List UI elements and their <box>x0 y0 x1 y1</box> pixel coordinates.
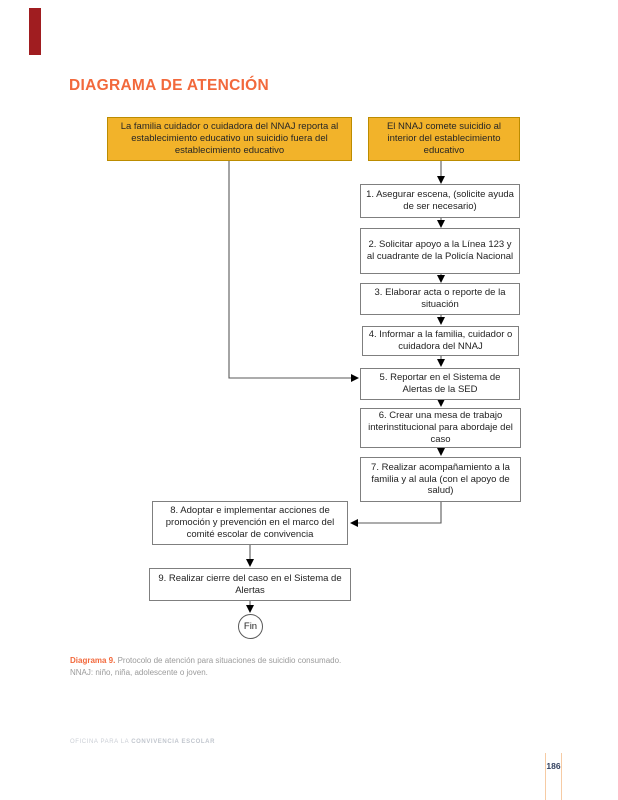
flow-step-4: 4. Informar a la familia, cuidador o cui… <box>362 326 519 356</box>
start-node-suicide-inside: El NNAJ comete suicidio al interior del … <box>368 117 520 161</box>
chapter-tab <box>29 8 41 55</box>
flow-step-label: 9. Realizar cierre del caso en el Sistem… <box>158 572 342 596</box>
flow-step-label: 5. Reportar en el Sistema de Alertas de … <box>379 372 501 395</box>
caption-text: Protocolo de atención para situaciones d… <box>115 656 342 665</box>
footer: OFICINA PARA LA CONVIVENCIA ESCOLAR <box>70 739 215 745</box>
flow-step-label: 6. Crear una mesa de trabajo interinstit… <box>368 410 513 445</box>
flow-step-3: 3. Elaborar acta o reporte de la situaci… <box>360 283 520 315</box>
flow-step-1: 1. Asegurar escena, (solicite ayuda de s… <box>360 184 520 218</box>
flow-step-5: 5. Reportar en el Sistema de Alertas de … <box>360 368 520 400</box>
flow-step-label: 2. Solicitar apoyo a la Línea 123 y al c… <box>366 239 514 262</box>
caption: Diagrama 9. Protocolo de atención para s… <box>70 655 430 679</box>
flow-step-label: 3. Elaborar acta o reporte de la situaci… <box>374 287 506 310</box>
page-number: 186 <box>546 761 561 771</box>
footer-prefix: OFICINA PARA LA <box>70 739 132 745</box>
flow-step-8: 8. Adoptar e implementar acciones de pro… <box>152 501 348 545</box>
footer-office-name: CONVIVENCIA ESCOLAR <box>131 739 216 745</box>
flow-step-label: 8. Adoptar e implementar acciones de pro… <box>165 505 335 540</box>
page-title: DIAGRAMA DE ATENCIÓN <box>69 77 270 94</box>
fin-terminator: Fin <box>238 614 263 639</box>
page-rule-right <box>561 753 562 800</box>
flow-step-2: 2. Solicitar apoyo a la Línea 123 y al c… <box>360 228 520 274</box>
flow-step-label: 1. Asegurar escena, (solicite ayuda de s… <box>366 189 514 212</box>
caption-label: Diagrama 9. <box>70 656 116 665</box>
flow-step-label: 7. Realizar acompañamiento a la familia … <box>371 461 510 497</box>
flow-step-9: 9. Realizar cierre del caso en el Sistem… <box>149 568 351 601</box>
page-rule-left <box>545 753 546 800</box>
caption-line2: NNAJ: niño, niña, adolescente o joven. <box>70 668 208 677</box>
flow-step-7: 7. Realizar acompañamiento a la familia … <box>360 457 521 502</box>
flow-step-label: 4. Informar a la familia, cuidador o cui… <box>368 329 513 352</box>
start-node-label: El NNAJ comete suicidio al interior del … <box>386 121 502 156</box>
start-node-family-report: La familia cuidador o cuidadora del NNAJ… <box>107 117 352 161</box>
start-node-label: La familia cuidador o cuidadora del NNAJ… <box>120 121 339 156</box>
fin-label: Fin <box>243 621 258 632</box>
flow-step-6: 6. Crear una mesa de trabajo interinstit… <box>360 408 521 448</box>
